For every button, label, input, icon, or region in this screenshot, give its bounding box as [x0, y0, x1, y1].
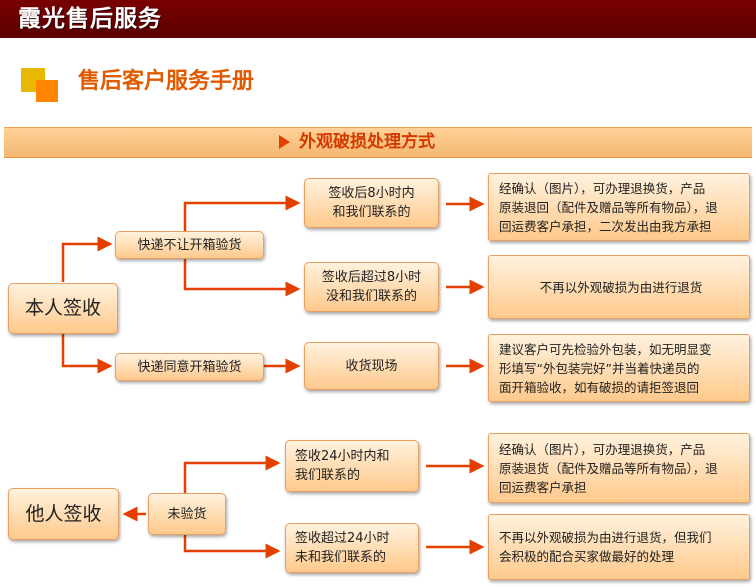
node-result-no-return-2: 不再以外观破损为由进行退货，但我们 会积极的配合买家做最好的处理	[488, 514, 750, 580]
node-result-return-2: 经确认（图片），可办理退换货，产品 原装退货（配件及赠品等所有物品），退 回运费…	[488, 433, 750, 503]
connector-notinspected-to-over24h	[183, 535, 281, 559]
logo-square-orange-icon	[36, 80, 58, 102]
triangle-right-icon	[279, 135, 290, 149]
manual-title: 售后客户服务手册	[78, 69, 255, 94]
node-inspect: 快递同意开箱验货	[115, 353, 264, 381]
node-result-return-1: 经确认（图片），可办理退换货，产品 原装退回（配件及赠品等所有物品），退 回运费…	[488, 173, 750, 241]
node-result-no-return-1: 不再以外观破损为由进行退货	[488, 255, 750, 319]
node-no-inspect: 快递不让开箱验货	[115, 231, 264, 259]
node-result-inspect: 建议客户可先检验外包装，如无明显变 形填写“外包装完好”并当着快递员的 面开箱验…	[488, 334, 750, 402]
brand-title: 霞光售后服务	[18, 6, 162, 32]
node-over-8h: 签收后超过8小时 没和我们联系的	[304, 262, 439, 312]
connector-root-to-no-inspect	[61, 236, 113, 282]
section-title: 外观破损处理方式	[299, 132, 435, 152]
connector-notinspected-to-within24h	[183, 455, 281, 493]
node-on-site: 收货现场	[304, 342, 439, 390]
node-other-signed: 他人签收	[8, 488, 119, 540]
connector-root-to-inspect	[61, 334, 113, 374]
node-within-8h: 签收后8小时内 和我们联系的	[304, 178, 439, 228]
node-over-24h: 签收超过24小时 未和我们联系的	[285, 523, 419, 573]
section-bar: 外观破损处理方式	[4, 127, 752, 158]
node-within-24h: 签收24小时内和 我们联系的	[285, 440, 419, 492]
connector-no-inspect-to-over8h	[183, 244, 301, 297]
node-not-inspected: 未验货	[148, 493, 226, 535]
node-self-signed: 本人签收	[8, 283, 118, 334]
header-bar: 霞光售后服务	[0, 0, 756, 38]
